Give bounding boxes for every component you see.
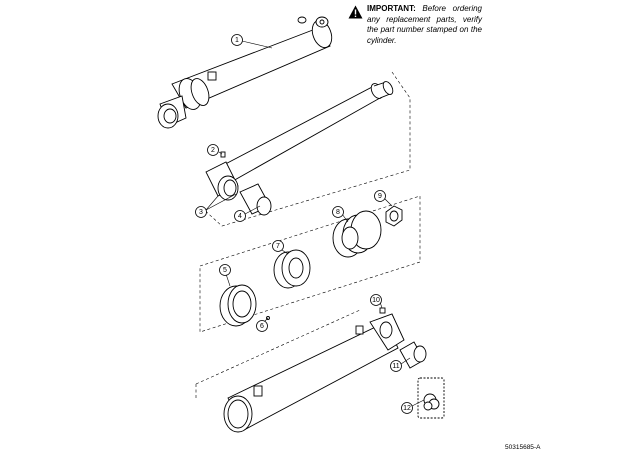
figure-id: 50315685-A <box>505 444 541 451</box>
callout-6: 6 <box>256 320 268 332</box>
part-piston-rod <box>205 81 394 201</box>
callout-12: 12 <box>401 402 413 414</box>
notice-text: IMPORTANT: Before ordering any replaceme… <box>367 4 482 46</box>
callout-label: 1 <box>235 37 239 44</box>
part-cylinder-tube <box>223 313 405 433</box>
important-notice: IMPORTANT: Before ordering any replaceme… <box>348 4 482 46</box>
notice-body: Before ordering any replacement parts, v… <box>367 4 482 45</box>
callout-7: 7 <box>272 240 284 252</box>
callout-8: 8 <box>332 206 344 218</box>
part-10-grease-fitting <box>379 307 386 314</box>
callout-11: 11 <box>390 360 402 372</box>
callout-10: 10 <box>370 294 382 306</box>
callout-5: 5 <box>219 264 231 276</box>
part-12-seal-kit-bag <box>417 377 445 419</box>
callout-label: 3 <box>199 209 203 216</box>
callout-3: 3 <box>195 206 207 218</box>
callout-label: 2 <box>211 147 215 154</box>
callout-label: 8 <box>336 209 340 216</box>
callout-4: 4 <box>234 210 246 222</box>
callout-label: 12 <box>403 405 411 412</box>
callout-9: 9 <box>374 190 386 202</box>
callout-2: 2 <box>207 144 219 156</box>
callout-label: 9 <box>378 193 382 200</box>
assembly-guide-lower <box>195 309 361 400</box>
part-11-pin <box>399 341 427 369</box>
part-1-cylinder-barrel <box>157 16 333 129</box>
warning-triangle-icon <box>348 5 363 19</box>
part-2-grease-fitting <box>220 151 226 158</box>
part-9-lock-nut <box>385 205 403 227</box>
part-5-gland <box>219 284 257 327</box>
callout-label: 10 <box>372 297 380 304</box>
callout-label: 4 <box>238 213 242 220</box>
callout-label: 6 <box>260 323 264 330</box>
part-7-piston-seal <box>273 249 311 289</box>
notice-heading: IMPORTANT: <box>367 4 416 13</box>
part-8-piston <box>332 210 382 258</box>
callout-1: 1 <box>231 34 243 46</box>
callout-label: 5 <box>223 267 227 274</box>
callout-label: 7 <box>276 243 280 250</box>
assembly-guide-upper <box>201 71 411 227</box>
callout-label: 11 <box>392 363 399 370</box>
part-4-bushing <box>239 183 272 216</box>
